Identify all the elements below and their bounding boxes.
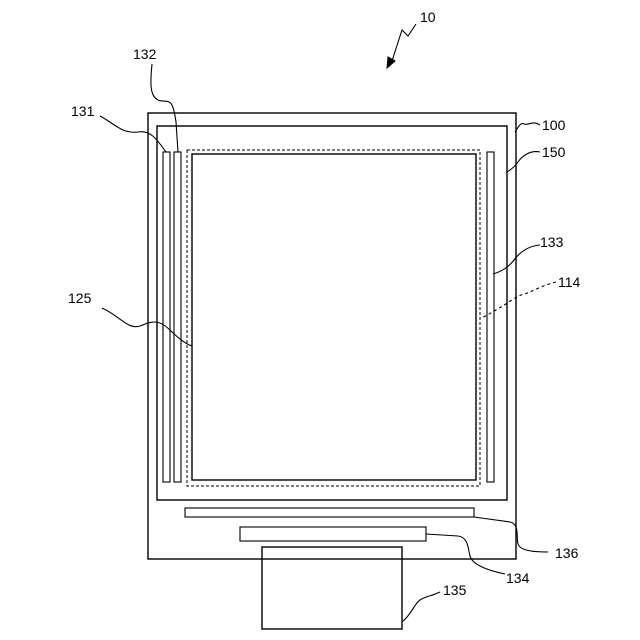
strip-left-inner <box>174 152 181 482</box>
leader-dashed-region <box>482 282 556 318</box>
leader-frame <box>507 152 540 172</box>
label-strip-right: 133 <box>540 234 564 250</box>
label-strip-left-inner: 132 <box>133 46 157 62</box>
strip-right <box>487 152 494 482</box>
leader-driver-chip <box>426 534 505 574</box>
label-substrate: 100 <box>542 117 566 133</box>
driver-chip <box>240 527 426 541</box>
substrate-outline <box>148 113 516 559</box>
leader-strip-left-outer <box>100 116 166 152</box>
device-arrow <box>387 24 416 68</box>
dashed-region <box>187 150 480 486</box>
leader-substrate <box>515 123 540 132</box>
label-flex-board: 135 <box>443 582 467 598</box>
label-dashed-region: 114 <box>558 274 581 290</box>
display-area <box>192 154 476 480</box>
label-frame: 150 <box>542 144 566 160</box>
frame-outline <box>157 126 507 500</box>
leader-display-area <box>102 308 192 346</box>
label-strip-left-outer: 131 <box>71 103 95 119</box>
label-driver-chip: 134 <box>506 570 530 586</box>
strip-left-outer <box>163 152 170 482</box>
leader-flex-board <box>402 592 440 622</box>
leader-bottom-bar <box>474 517 548 552</box>
label-device: 10 <box>420 9 436 25</box>
label-bottom-bar: 136 <box>555 545 579 561</box>
label-display-area: 125 <box>68 290 92 306</box>
bottom-bar <box>185 508 474 517</box>
